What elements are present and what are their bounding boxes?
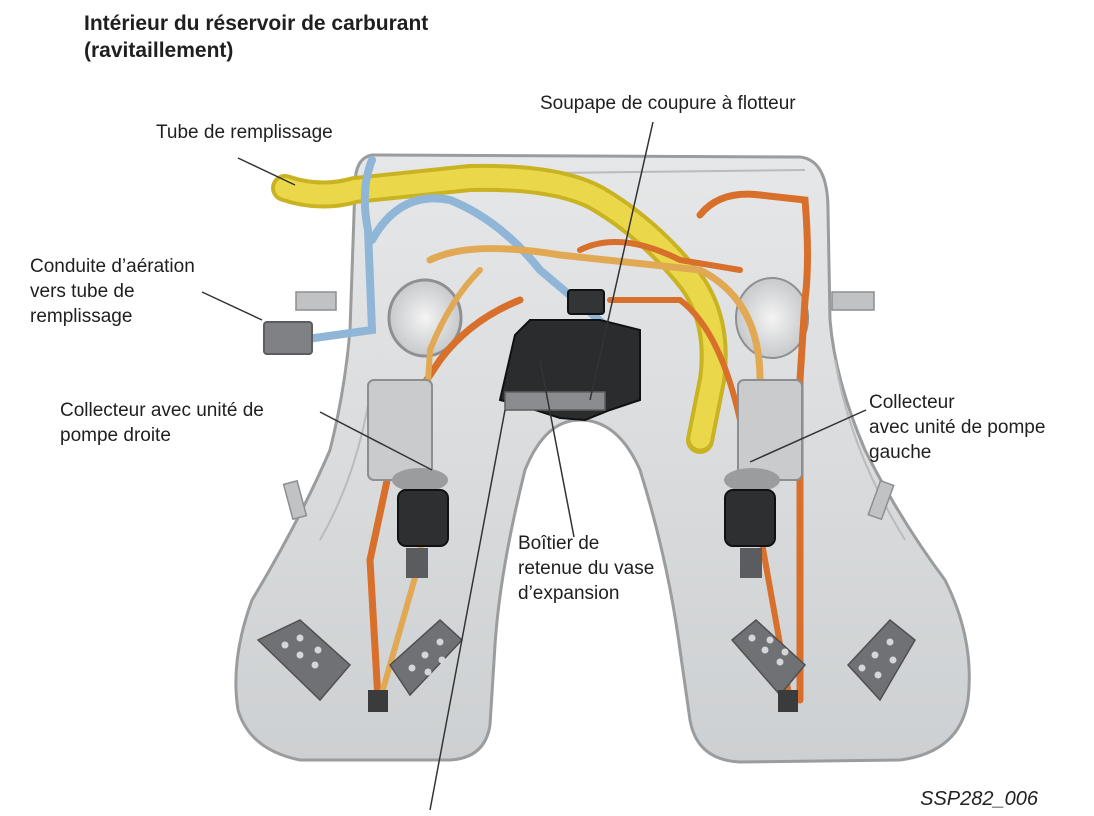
collector-pump-right bbox=[367, 379, 449, 578]
label-conduite-aeration: Conduite d’aération vers tube de remplis… bbox=[30, 254, 195, 329]
collecteur-droite-line-2: pompe droite bbox=[60, 425, 171, 446]
filler-tube-highlight bbox=[275, 167, 724, 450]
title-line-1: Intérieur du réservoir de carburant bbox=[84, 12, 429, 35]
connector-bottom-right bbox=[368, 690, 388, 712]
label-collecteur-droite: Collecteur avec unité de pompe droite bbox=[60, 398, 264, 448]
conduite-line-2: vers tube de bbox=[30, 281, 135, 302]
collecteur-gauche-line-2: avec unité de pompe bbox=[869, 417, 1046, 438]
boitier-line-1: Boîtier de bbox=[518, 533, 600, 554]
boitier-line-3: d’expansion bbox=[518, 583, 620, 604]
conduite-line-3: remplissage bbox=[30, 306, 133, 327]
diagram-title: Intérieur du réservoir de carburant (rav… bbox=[84, 10, 428, 64]
bracket-mid-left bbox=[282, 479, 308, 521]
vent-connector bbox=[263, 321, 313, 355]
collecteur-droite-line-1: Collecteur avec unité de bbox=[60, 400, 264, 421]
bracket-top-right bbox=[831, 291, 875, 311]
conduite-line-1: Conduite d’aération bbox=[30, 256, 195, 277]
bracket-top-left bbox=[295, 291, 337, 311]
boitier-line-2: retenue du vase bbox=[518, 558, 655, 579]
figure-code: SSP282_006 bbox=[920, 788, 1038, 810]
housing-bracket bbox=[504, 391, 606, 411]
collector-pump-left bbox=[724, 379, 803, 578]
filler-opening-right bbox=[387, 278, 463, 358]
collecteur-gauche-line-1: Collecteur bbox=[869, 392, 955, 413]
title-line-2: (ravitaillement) bbox=[84, 39, 234, 62]
leader-lines bbox=[201, 121, 867, 811]
float-valve bbox=[567, 289, 605, 315]
label-soupape-flotteur: Soupape de coupure à flotteur bbox=[540, 93, 796, 114]
connector-bottom-left bbox=[778, 690, 798, 712]
collecteur-gauche-line-3: gauche bbox=[869, 442, 932, 463]
label-boitier-retenue: Boîtier de retenue du vase d’expansion bbox=[518, 531, 654, 606]
label-tube-remplissage: Tube de remplissage bbox=[156, 122, 333, 143]
label-collecteur-gauche: Collecteur avec unité de pompe gauche bbox=[869, 390, 1045, 465]
baffle-plate-right bbox=[256, 618, 464, 702]
baffle-plate-left bbox=[730, 618, 916, 702]
bracket-mid-right bbox=[867, 479, 895, 521]
